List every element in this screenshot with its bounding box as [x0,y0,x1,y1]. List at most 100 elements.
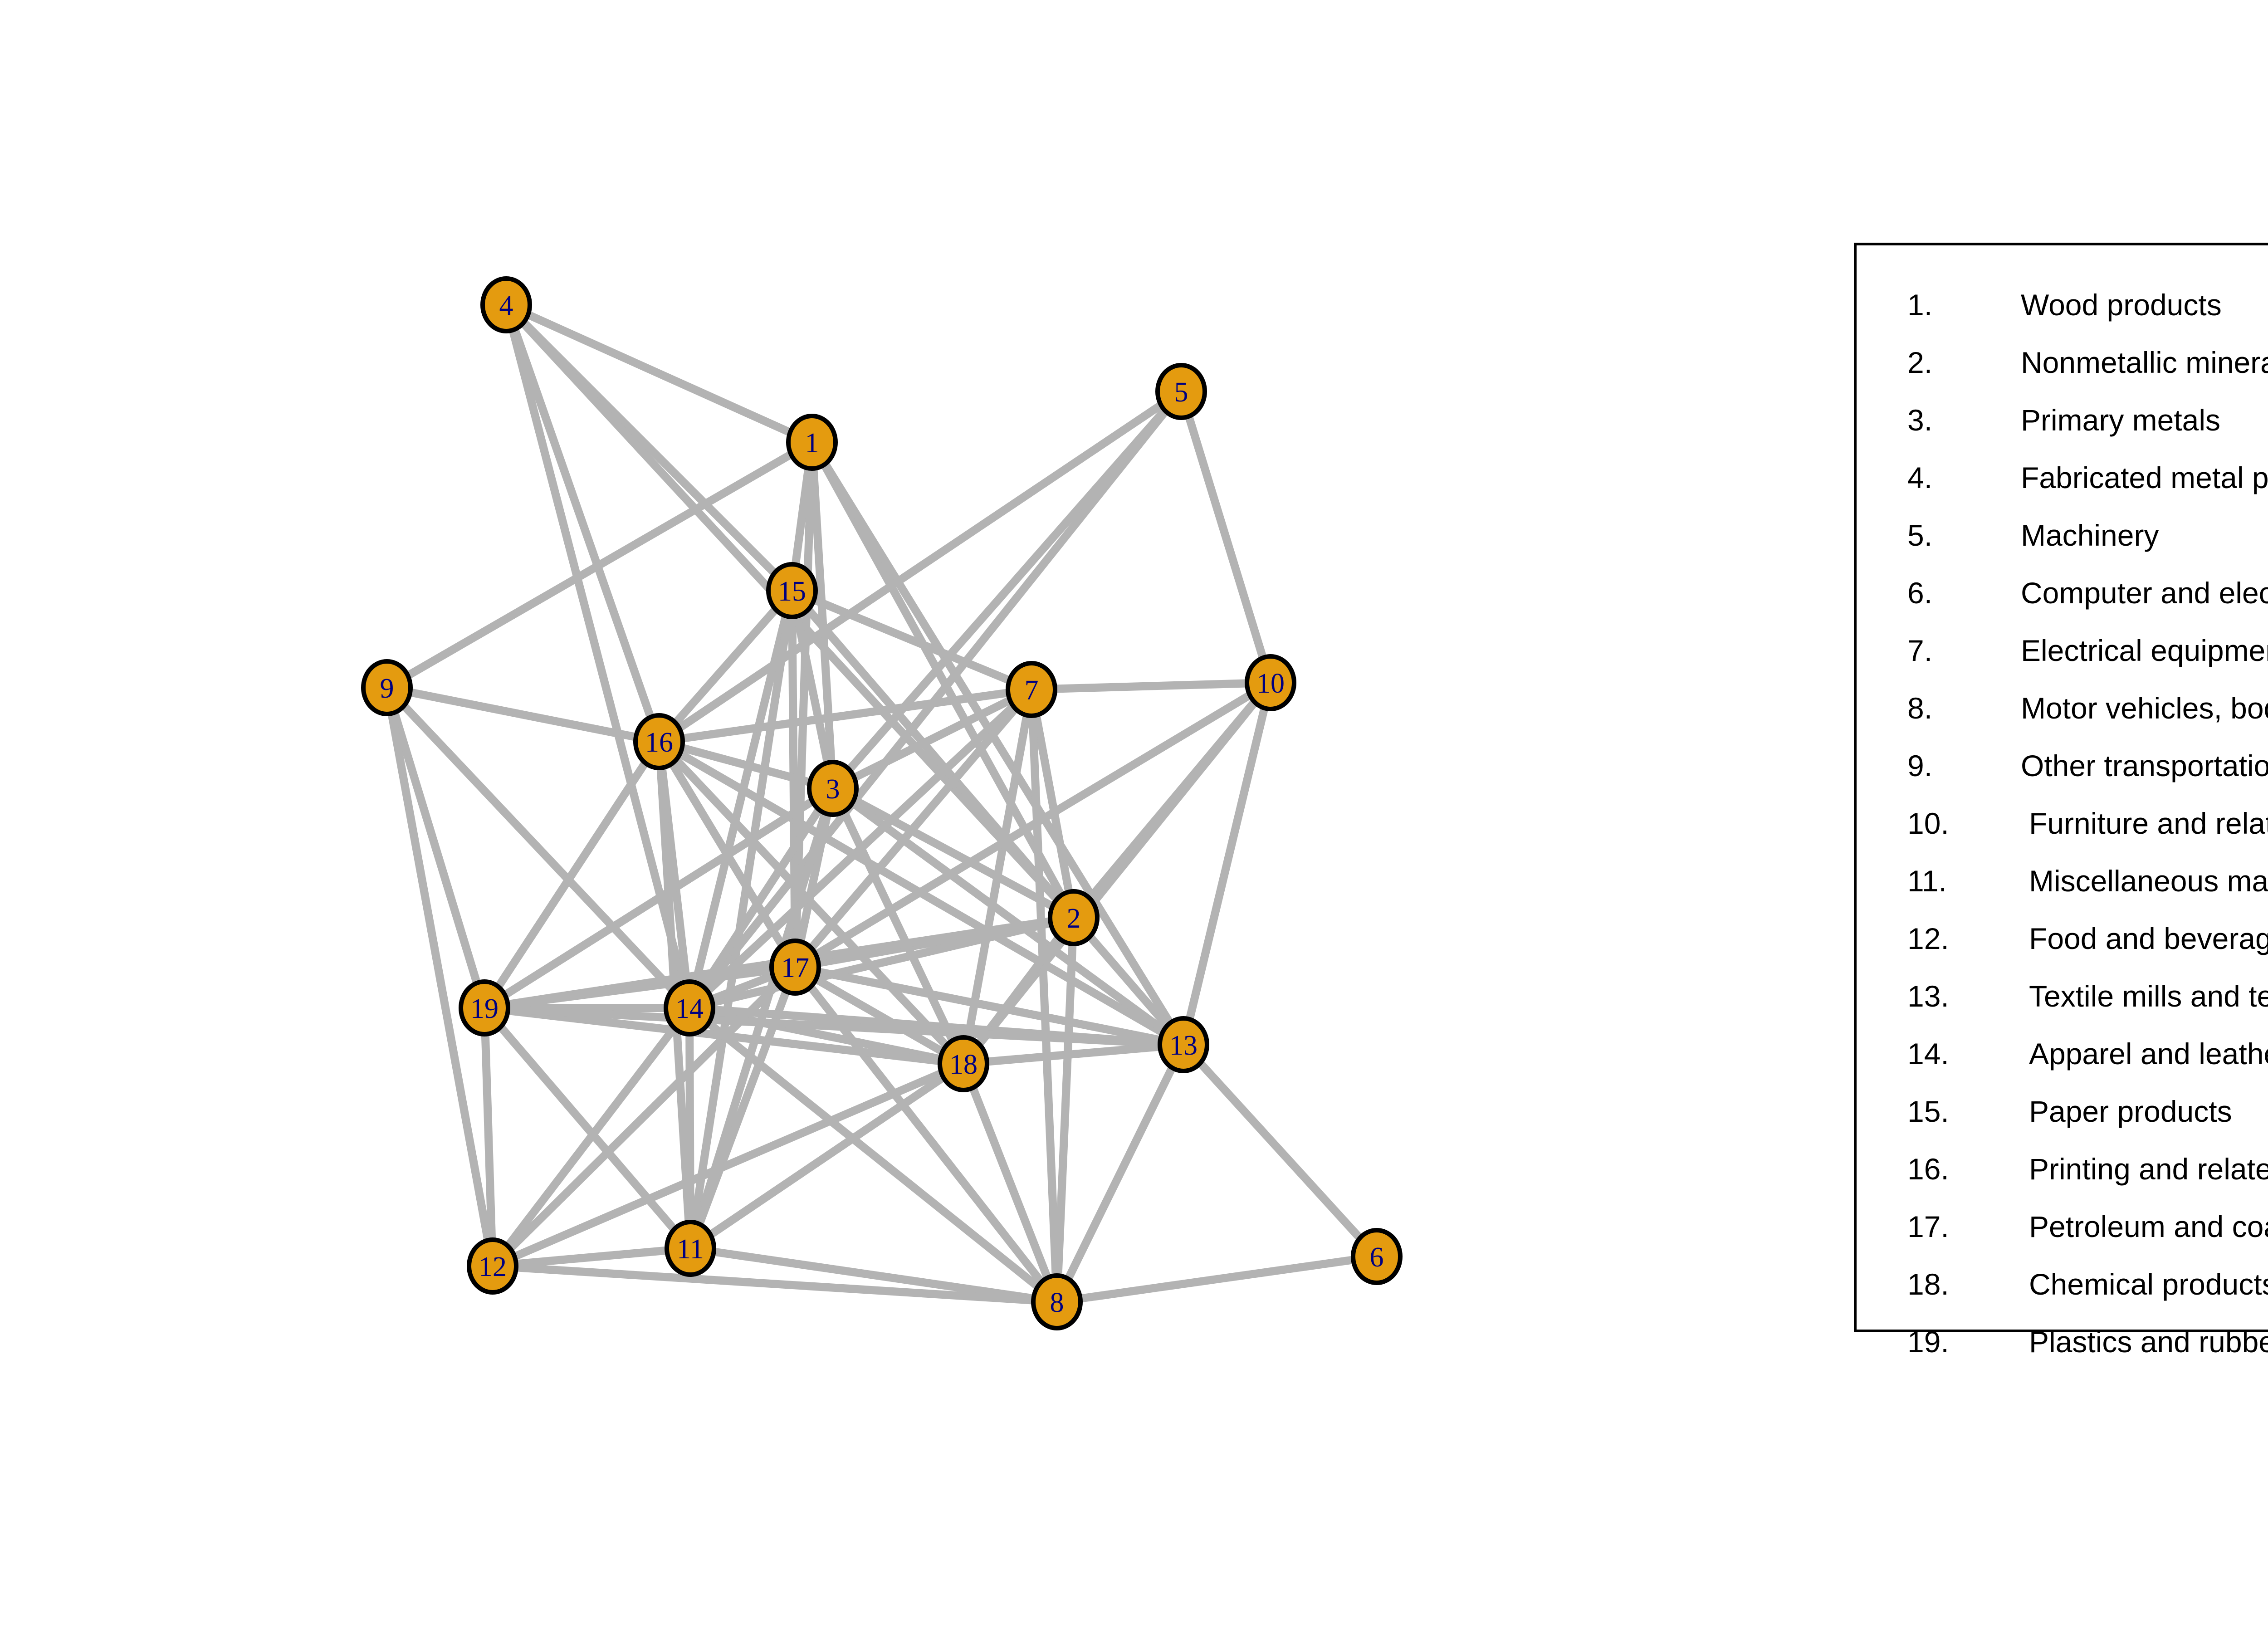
graph-edge [489,1262,1061,1306]
legend-item-label: Wood products [2021,288,2222,322]
graph-node-shape[interactable] [1048,889,1100,946]
legend-item-label: Petroleum and coal products [2029,1210,2268,1243]
graph-edge [502,301,694,1012]
legend-item-label: Computer and electronic products [2021,576,2268,610]
graph-node-10[interactable]: 10 [1245,654,1296,711]
legend-item-label: Furniture and related products [2029,807,2268,840]
graph-node-shape[interactable] [786,414,838,471]
graph-node-shape[interactable] [1031,1273,1083,1330]
legend-item-label: Nonmetallic mineral products [2021,346,2268,379]
graph-edge [685,685,1036,1012]
legend-item: 7.Electrical equipment, appliances, and … [1907,622,2268,680]
graph-node-shape[interactable] [1158,1016,1209,1073]
graph-edge [383,684,694,1012]
legend-box: 1. Wood products 2. Nonmetallic mineral pro… [1854,243,2268,1359]
graph-edge [788,587,1078,922]
legend-item-label: Apparel and leather and allied products [2029,1037,2268,1071]
graph-edge [1177,387,1275,687]
legend-item-label: Miscellaneous manufacturing [2029,864,2268,898]
graph-edge [480,738,663,1012]
graph-edge [489,1060,968,1270]
graph-node-label: 8 [1050,1287,1064,1318]
graph-node-label: 3 [826,774,840,805]
legend-item-number: 18. [1907,1267,1949,1301]
graph-node-15[interactable]: 15 [766,562,818,619]
graph-node-shape[interactable] [1006,661,1057,718]
legend-item: 13.Textile mills and textile product mil… [1907,968,2268,1025]
graph-node-shape[interactable] [467,1237,518,1295]
graph-node-11[interactable]: 11 [665,1220,716,1277]
graph-node-shape[interactable] [361,659,413,716]
legend-item-label: Fabricated metal products [2021,461,2268,494]
graph-edge [480,1004,694,1252]
graph-node-4[interactable]: 4 [480,276,532,333]
graph-edge [655,587,796,746]
graph-node-12[interactable]: 12 [467,1237,518,1295]
graph-node-label: 12 [479,1252,507,1282]
graph-node-18[interactable]: 18 [938,1035,989,1092]
graph-node-shape[interactable] [459,979,510,1037]
graph-node-shape[interactable] [938,1035,989,1092]
graph-edge [1053,1252,1381,1306]
graph-node-shape[interactable] [766,562,818,619]
legend-item: 15. Paper products [1907,1083,2268,1140]
legend-item-label: Primary metals [2021,403,2221,437]
legend-item-number: 1. [1907,288,1933,322]
graph-node-shape[interactable] [769,939,821,996]
graph-edge [480,1004,497,1270]
graph-edge [383,684,497,1270]
graph-node-shape[interactable] [665,1220,716,1277]
graph-node-shape[interactable] [1245,654,1296,711]
graph-node-label: 2 [1067,903,1081,934]
graph-node-6[interactable]: 6 [1351,1228,1403,1285]
graph-node-shape[interactable] [1155,363,1207,420]
graph-node-label: 11 [677,1234,704,1265]
graph-edge [1179,1041,1381,1261]
graph-node-3[interactable]: 3 [807,760,859,817]
graph-edge [788,587,1036,694]
legend-item: 9.Other transportation equipment [1907,737,2268,795]
graph-node-label: 1 [805,428,819,459]
legend-item-label: Textile mills and textile product mills [2029,979,2268,1013]
graph-edge [685,914,1078,1012]
legend-item-label: Paper products [2029,1095,2232,1128]
graph-node-label: 6 [1370,1242,1384,1273]
graph-node-shape[interactable] [633,713,685,770]
graph-node-8[interactable]: 8 [1031,1273,1083,1330]
graph-node-14[interactable]: 14 [664,979,715,1037]
graph-node-shape[interactable] [480,276,532,333]
graph-node-13[interactable]: 13 [1158,1016,1209,1073]
graph-node-shape[interactable] [664,979,715,1037]
graph-edge [686,587,796,1252]
graph-node-shape[interactable] [1351,1228,1403,1285]
graph-node-9[interactable]: 9 [361,659,413,716]
legend-item: 6.Computer and electronic products [1907,564,2268,622]
legend-item-number: 15. [1907,1095,1949,1128]
graph-edge [829,685,1036,792]
graph-node-17[interactable]: 17 [769,939,821,996]
legend-item-number: 19. [1907,1325,1949,1359]
legend-item-number: 3. [1907,403,1933,437]
graph-edge [655,387,1185,746]
graph-node-2[interactable]: 2 [1048,889,1100,946]
graph-edge [1179,679,1275,1049]
graph-edge [1027,679,1275,694]
legend-list: 1. Wood products 2. Nonmetallic mineral pro… [1907,276,2268,1371]
graph-edge [808,438,837,792]
graph-node-1[interactable]: 1 [786,414,838,471]
legend-item-number: 9. [1907,749,1933,782]
graph-edge [808,438,1078,922]
legend-item-label: Electrical equipment, appliances, and co… [2021,634,2268,667]
graph-node-7[interactable]: 7 [1006,661,1057,718]
legend-item: 1. Wood products [1907,276,2268,334]
graph-node-19[interactable]: 19 [459,979,510,1037]
graph-node-5[interactable]: 5 [1155,363,1207,420]
graph-edge [959,914,1078,1068]
graph-node-shape[interactable] [807,760,859,817]
legend-item-number: 2. [1907,346,1933,379]
legend-item-label: Chemical products [2029,1267,2268,1301]
legend-item: 11.Miscellaneous manufacturing [1907,852,2268,910]
graph-node-16[interactable]: 16 [633,713,685,770]
graph-node-label: 19 [470,993,499,1024]
